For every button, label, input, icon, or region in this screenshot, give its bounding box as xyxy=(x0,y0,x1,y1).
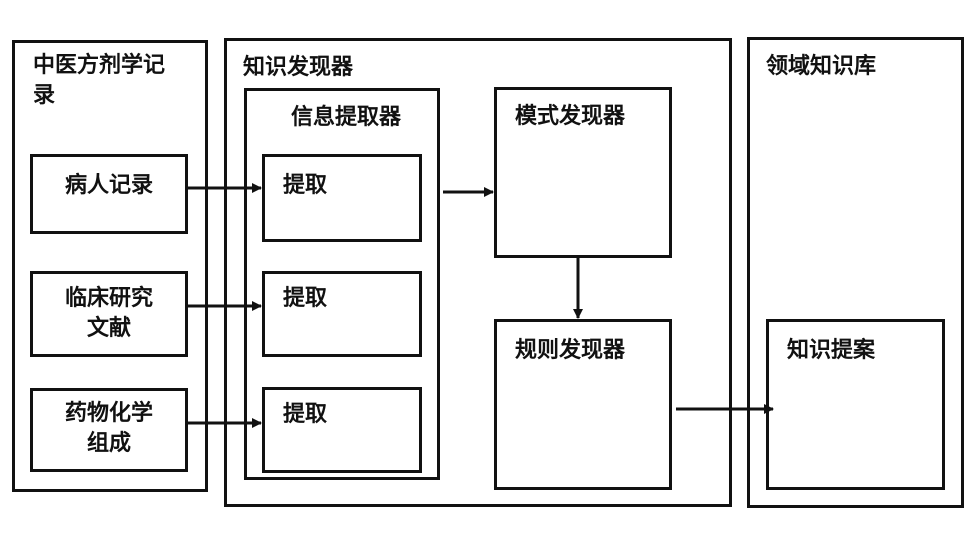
rule-discoverer: 规则发现器 xyxy=(494,319,672,490)
extract-label: 提取 xyxy=(283,286,328,311)
pattern-discoverer-title: 模式发现器 xyxy=(515,104,626,129)
source-label-line1: 药物化学 xyxy=(64,401,153,426)
extract-label: 提取 xyxy=(283,173,328,198)
source-label: 药物化学 组成 xyxy=(33,399,185,459)
extract-label: 提取 xyxy=(283,402,328,427)
source-label: 病人记录 xyxy=(33,171,185,201)
source-label-line2: 组成 xyxy=(86,431,131,456)
tcm-records-title-line1: 中医方剂学记 xyxy=(33,53,166,78)
knowledge-proposal-title: 知识提案 xyxy=(787,338,876,363)
extract-box-3: 提取 xyxy=(262,387,422,473)
rule-discoverer-title: 规则发现器 xyxy=(515,338,626,363)
source-clinical-literature: 临床研究 文献 xyxy=(30,271,188,357)
knowledge-discoverer-title: 知识发现器 xyxy=(243,55,354,80)
source-drug-chemistry: 药物化学 组成 xyxy=(30,388,188,472)
knowledge-proposal: 知识提案 xyxy=(766,319,945,490)
source-label: 临床研究 文献 xyxy=(33,284,185,344)
extract-box-1: 提取 xyxy=(262,154,422,242)
source-patient-records: 病人记录 xyxy=(30,154,188,234)
info-extractor-title: 信息提取器 xyxy=(291,105,402,130)
domain-kb-title: 领域知识库 xyxy=(766,54,877,79)
pattern-discoverer: 模式发现器 xyxy=(494,87,672,258)
source-label-line1: 病人记录 xyxy=(64,173,153,198)
source-label-line1: 临床研究 xyxy=(64,286,153,311)
extract-box-2: 提取 xyxy=(262,271,422,357)
source-label-line2: 文献 xyxy=(86,316,131,341)
tcm-records-title: 中医方剂学记 录 xyxy=(33,51,165,111)
tcm-records-title-line2: 录 xyxy=(33,83,56,108)
